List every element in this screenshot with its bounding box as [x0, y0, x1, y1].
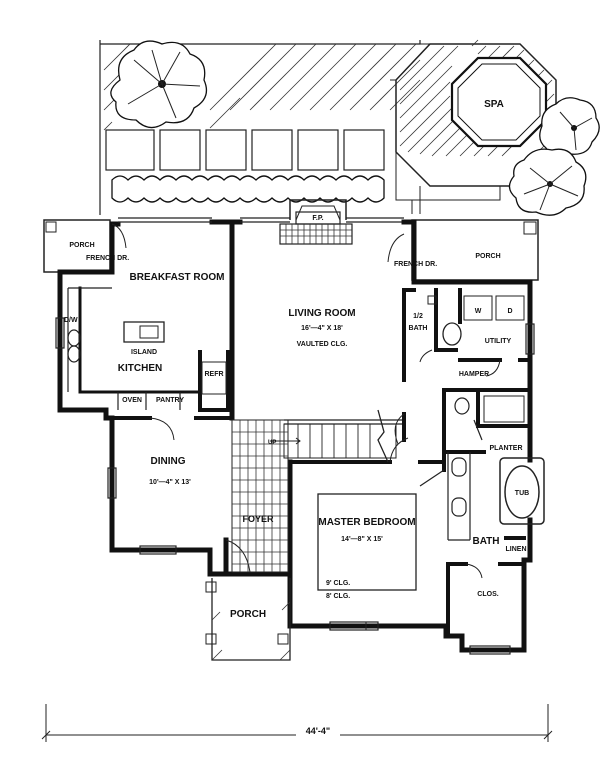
front-porch: PORCH	[205, 578, 291, 661]
tub-label: TUB	[515, 490, 529, 497]
living-room-label: LIVING ROOM	[288, 308, 355, 319]
island-label: ISLAND	[131, 349, 157, 356]
tree-right-top	[539, 97, 600, 157]
bath-label: BATH	[472, 536, 499, 547]
room-labels: FRENCH DR. FRENCH DR. BREAKFAST ROOM LIV…	[64, 255, 529, 600]
tree-top-left	[110, 40, 208, 129]
porch-front-label: PORCH	[230, 609, 266, 620]
french-dr-left-label: FRENCH DR.	[86, 255, 129, 262]
living-room-dims: 16'—4" X 18'	[301, 325, 343, 332]
oven-label: OVEN	[122, 397, 142, 404]
porch-right-label: PORCH	[475, 253, 500, 260]
stairs-up-label: UP	[268, 440, 276, 446]
hamper-label: HAMPER	[459, 371, 489, 378]
master-bedroom-label: MASTER BEDROOM	[318, 517, 415, 528]
half-bath-label-2: BATH	[409, 325, 428, 332]
kitchen-label: KITCHEN	[118, 363, 162, 374]
porch-left-label: PORCH	[69, 242, 94, 249]
foyer-tile	[231, 419, 289, 573]
living-room-ceiling: VAULTED CLG.	[297, 341, 348, 348]
linen-label: LINEN	[506, 546, 527, 553]
tree-right-bottom	[508, 148, 587, 216]
back-porches: PORCH PORCH	[43, 219, 539, 281]
planter-label: PLANTER	[489, 445, 522, 452]
dining-label: DINING	[151, 456, 186, 467]
interior-walls	[67, 286, 532, 638]
closet-label: CLOS.	[477, 591, 498, 598]
dining-dims: 10'—4" X 13'	[149, 479, 191, 486]
french-dr-right-label: FRENCH DR.	[394, 261, 437, 268]
fireplace: F.P.	[279, 211, 353, 245]
shrub-hedge	[111, 175, 385, 203]
master-ceiling-outline	[317, 493, 417, 591]
foyer-label: FOYER	[242, 514, 274, 524]
pantry-label: PANTRY	[156, 397, 184, 404]
ceiling-8-label: 8' CLG.	[326, 593, 350, 600]
dw-label: D/W	[64, 317, 78, 324]
half-bath-label-1: 1/2	[413, 313, 423, 320]
overall-dimension: 44'-4"	[41, 704, 553, 742]
backyard-landscape: SPA	[99, 39, 600, 221]
spa-label: SPA	[484, 99, 504, 110]
windows	[55, 317, 535, 655]
refr-label: REFR	[204, 371, 223, 378]
ceiling-9-label: 9' CLG.	[326, 580, 350, 587]
hearth-grid	[279, 223, 353, 245]
porch-hatching	[211, 601, 291, 661]
fireplace-label: F.P.	[312, 215, 323, 222]
paving-stones	[105, 129, 385, 171]
breakfast-room-label: BREAKFAST ROOM	[130, 272, 225, 283]
utility-label: UTILITY	[485, 338, 512, 345]
master-bedroom-dims: 14'—8" X 15'	[341, 536, 383, 543]
stairs: UP	[268, 409, 397, 463]
kitchen-fixtures	[67, 295, 545, 525]
washer-label: W	[475, 308, 482, 315]
overall-width-label: 44'-4"	[306, 726, 330, 736]
dryer-label: D	[507, 308, 512, 315]
